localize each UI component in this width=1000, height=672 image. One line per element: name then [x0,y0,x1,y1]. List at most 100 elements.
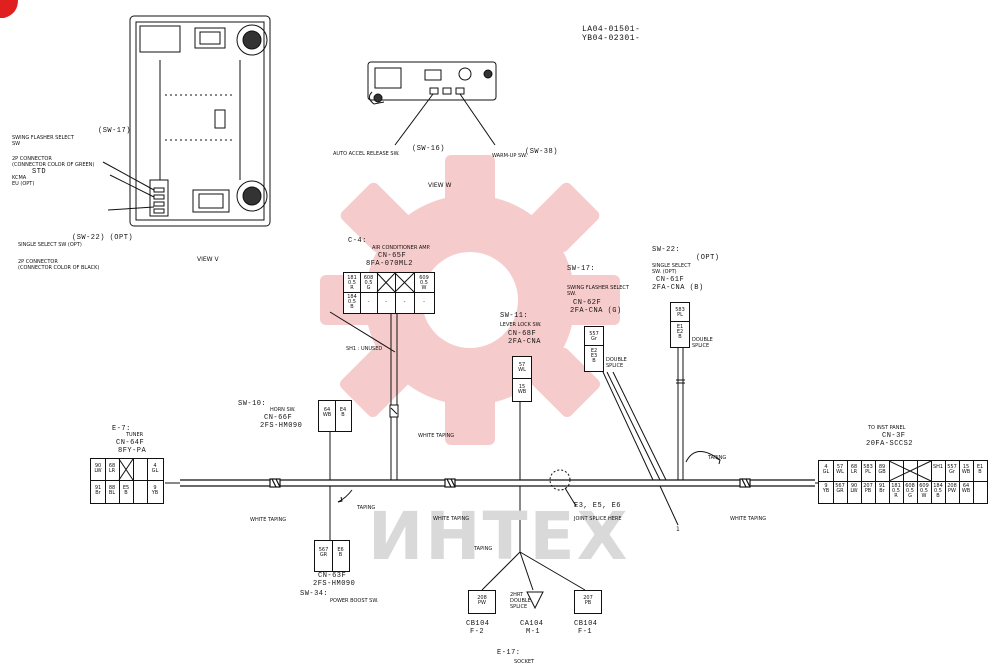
socket-branch-wire [481,486,586,591]
view-v-sw17-ref: (SW-17) [98,127,131,135]
sw11-name: LEVER LOCK SW. [500,322,542,328]
corner-red-mark [0,0,18,18]
socket-right-code: CB104 [574,620,598,628]
sw22-code: CN-61F [656,276,685,284]
view-w-title: VIEW W [428,182,452,189]
inst-cell: 583 PL [863,464,873,475]
sw17-connector: 557 Gr E2 E3 B [584,326,604,372]
socket-mid-triangle [526,591,544,610]
socket-left-pin: F-2 [470,628,485,636]
sw34-code: CN-63F [318,572,347,580]
view-v-sw22-ref: (SW-22) (OPT) [72,234,134,242]
white-taping-label: WHITE TAPING [433,516,470,522]
inst-cell: 9 YB [822,483,830,494]
sw11-cell: 15 WB [517,384,527,395]
taping-label: TAPING [474,546,493,552]
socket-name: SOCKET [514,659,535,665]
socket-right-cell: 207 PB [583,595,593,606]
e7-cell: 68 LR [108,463,116,474]
sw34-id: SW-34: [300,590,329,598]
sw34-branch-wire [329,486,353,540]
sw34-cell: 567 GR [318,547,329,558]
inst-cell: 557 Gr [947,464,957,475]
sw10-cell: 64 WB [322,407,332,418]
view-v-single-select: SINGLE SELECT SW (OPT) [18,242,82,248]
sw22-cell: E1 E2 B [676,324,684,340]
sw34-connector: 567 GR E6 B [314,540,350,572]
e7-cell: E5 B [122,485,130,496]
joint-ref-label: E3, E5, E6 [574,502,622,510]
view-v-connector-green: 2P CONNECTOR (CONNECTOR COLOR OF GREEN) [12,156,95,168]
view-w-warm-up: WARM-UP SW. [492,153,528,159]
c4-cell: - [423,299,425,305]
watermark-text: ИНТЕХ [368,498,630,575]
view-v-swing-flasher: SWING FLASHER SELECT SW [12,135,74,147]
watermark-gear-icon [320,155,620,445]
sw17-splice: DOUBLE SPLICE [606,357,627,369]
view-w-auto-accel: AUTO ACCEL RELEASE SW. [333,151,400,157]
inst-cell: SH1 [932,464,944,470]
e7-cell: 91 Br [94,485,102,496]
e7-cell: 90 LW [94,463,102,474]
e7-id: E-7: [112,425,131,433]
socket-right-connector: 207 PB [574,590,602,614]
harness-trunk [180,478,815,488]
c4-connector: 181 0.5 R 608 0.5 G 609 0.5 W 184 0.5 B … [343,272,435,314]
socket-left-code: CB104 [466,620,490,628]
c4-cell: 184 0.5 B [347,294,357,310]
sw11-code: CN-68F [508,330,537,338]
c4-id: C-4: [348,237,367,245]
sw22-cell: 583 PL [675,307,685,318]
socket-title: E-17: [497,649,521,657]
sw10-connector: 64 WB E4 B [318,400,352,432]
view-v-kcma: KCMA EU (OPT) [12,175,35,187]
sw17-id: SW-17: [567,265,596,273]
sw11-cell: 57 WL [518,362,526,373]
sw10-cell: E4 B [339,407,347,418]
inst-cell: 609 0.5 W [919,483,929,499]
socket-mid-label: 2HRT DOUBLE SPLICE [510,592,531,610]
inst-cell: 15 WB [961,464,971,475]
socket-mid-pin: M-1 [526,628,541,636]
sw22-name: SINGLE SELECT SW. (OPT) [652,263,691,275]
inst-cell: 90 LW [850,483,858,494]
sw17-branch-wire [602,371,667,481]
c4-name: AIR CONDITIONER AMP. [372,245,431,251]
inst-cell: 207 PB [863,483,873,494]
view-v-connector-black: 2P CONNECTOR (CONNECTOR COLOR OF BLACK) [18,259,100,271]
sw22-id: SW-22: [652,246,681,254]
c4-cell: - [367,299,370,305]
white-taping-label: WHITE TAPING [418,433,455,439]
c4-cell: - [403,299,406,305]
inst-cell: E1 B [976,464,984,475]
sw10-spec: 2FS-HM090 [260,422,303,430]
c4-cell: 608 0.5 G [363,275,374,291]
view-w-panel-drawing [367,61,497,146]
e7-code: CN-64F [116,439,145,447]
sh1-unused: SH1 : UNUSED [346,346,383,352]
e7-cell: 4 GL [151,463,159,474]
socket-right-pin: F-1 [578,628,593,636]
c4-branch-wire [329,311,399,480]
sw11-id: SW-11: [500,312,529,320]
sw34-cell: E6 B [337,547,344,558]
inst-cell: 89 GB [878,464,886,475]
sw11-spec: 2FA-CNA [508,338,541,346]
view-v-title: VIEW V [197,256,219,263]
inst-cell: 184 0.5 B [933,483,943,499]
e7-name: TUNER [126,432,144,438]
sw17-name: SWING FLASHER SELECT SW. [567,285,629,297]
sw22-branch-wire [676,348,721,480]
joint-splice-marker [549,469,571,491]
e7-spec: 8FY-PA [118,447,147,455]
view-v-std: STD [32,168,47,176]
sw10-id: SW-10: [238,400,267,408]
inst-cell: 64 WB [961,483,971,494]
e7-cell: 88 BL [108,485,116,496]
inst-cell: 68 LR [850,464,858,475]
sw22-splice: DOUBLE SPLICE [692,337,713,349]
inst-cell: 567 GR [835,483,845,494]
sw22-opt: (OPT) [696,254,720,262]
sw10-code: CN-66F [264,414,293,422]
